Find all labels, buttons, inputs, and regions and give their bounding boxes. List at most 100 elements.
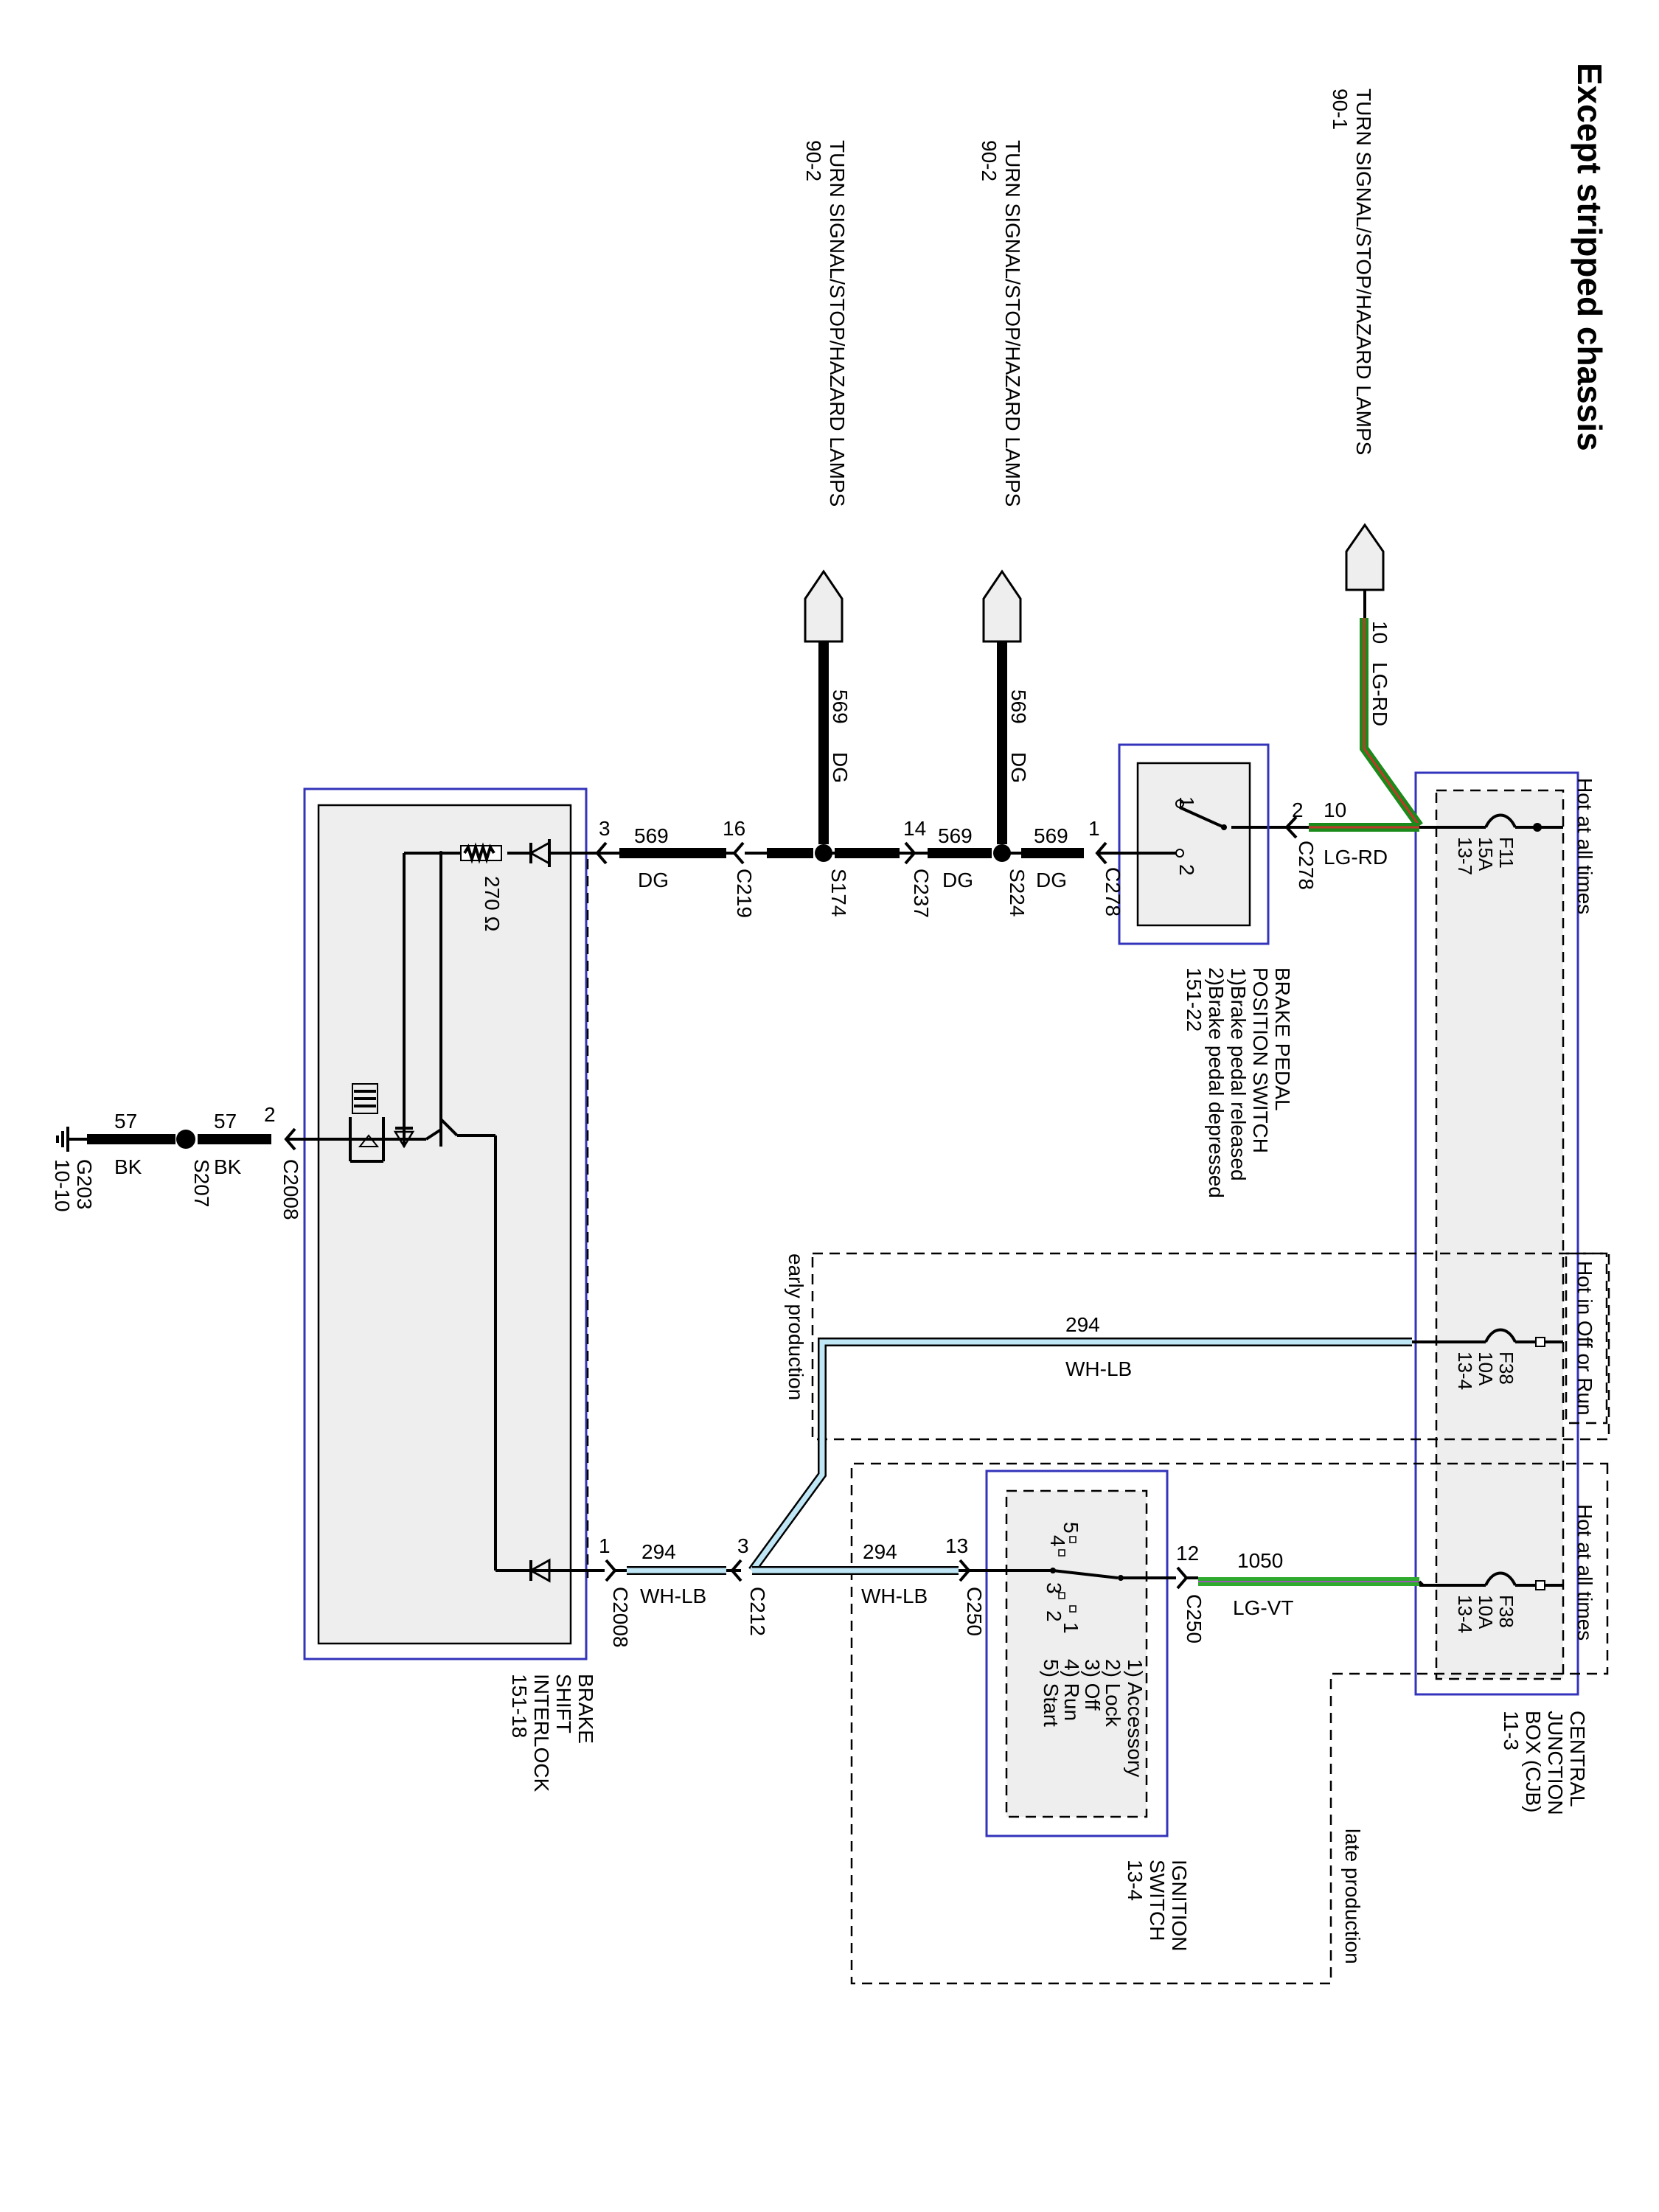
c212-connector-icon	[730, 1559, 742, 1582]
ign-n1: 1	[1060, 1622, 1082, 1634]
w294b-num: 294	[1065, 1313, 1100, 1336]
ign-n5: 5	[1060, 1522, 1082, 1534]
c219-pin: 16	[723, 817, 745, 840]
late-production-label: late production	[1341, 1829, 1364, 1964]
w569b-color: DG	[1007, 752, 1030, 783]
c278b-label: C278	[1102, 867, 1124, 917]
ground-name: G203	[73, 1159, 96, 1210]
c237-pin: 14	[903, 817, 926, 840]
cjb-line3: BOX (CJB)	[1522, 1711, 1545, 1812]
c237-label: C237	[910, 869, 933, 918]
lamps-top-name: TURN SIGNAL/STOP/HAZARD LAMPS	[1352, 88, 1375, 455]
w569d-color: DG	[829, 752, 852, 783]
early-production-label: early production	[785, 1253, 807, 1400]
w569e-color: DG	[638, 869, 669, 891]
cjb-ref: 11-3	[1500, 1711, 1523, 1750]
fuse-f38-late: F38 10A 13-4	[1419, 1571, 1563, 1633]
bsi-coil-icon	[352, 1083, 378, 1114]
bpp-inner	[1136, 762, 1251, 927]
c2008c-connector-icon	[605, 1559, 617, 1582]
ign-pos4: 4) Run	[1060, 1659, 1083, 1721]
c237-connector-icon	[904, 841, 917, 865]
ign-n2: 2	[1043, 1610, 1065, 1622]
late-production-region	[850, 1462, 1609, 1985]
lamps-top-ref: 90-1	[1329, 88, 1352, 130]
bpp-pos1: 1	[1175, 796, 1198, 808]
c278a-pin: 2	[1292, 799, 1304, 821]
lamps-mid-ref: 90-2	[978, 140, 1001, 181]
c2008a-pin: 3	[599, 817, 611, 840]
bsi-line1: BRAKE	[574, 1674, 597, 1744]
c250a-connector-icon	[959, 1559, 971, 1582]
lamps-low-arrow-icon	[804, 569, 844, 643]
w57a-num: 57	[214, 1110, 237, 1133]
fuse-f11-amp: 15A	[1475, 837, 1497, 872]
w569d-num: 569	[829, 689, 852, 724]
splice-s207-icon	[176, 1130, 195, 1149]
bpp-line1: BRAKE PEDAL	[1271, 967, 1294, 1111]
c219-label: C219	[733, 869, 756, 918]
fuse-f38-early: F38 10A 13-4	[1419, 1328, 1563, 1390]
destination-lamps-mid: TURN SIGNAL/STOP/HAZARD LAMPS 90-2	[978, 140, 1024, 643]
bsi-line3: INTERLOCK	[530, 1674, 553, 1792]
w569e-num: 569	[634, 824, 669, 847]
ign-switch-blade-icon	[1052, 1569, 1119, 1579]
fuse-f38a-ref: 13-4	[1454, 1352, 1476, 1390]
w57a-color: BK	[214, 1155, 242, 1178]
bpp-line2: POSITION SWITCH	[1249, 967, 1272, 1153]
c250a-pin: 13	[945, 1534, 968, 1557]
ign-pos5: 5) Start	[1040, 1659, 1062, 1727]
destination-lamps-top: TURN SIGNAL/STOP/HAZARD LAMPS 90-1	[1329, 88, 1385, 591]
cjb-inner	[1435, 789, 1565, 1680]
splice-s224-icon	[993, 844, 1011, 862]
c250a-label: C250	[963, 1587, 986, 1636]
fuse-f11-name: F11	[1495, 837, 1517, 869]
bpp-outline	[1118, 743, 1270, 945]
w294a-num: 294	[641, 1540, 676, 1563]
bsi-line2: SHIFT	[552, 1674, 575, 1733]
c2008c-label: C2008	[609, 1587, 632, 1648]
brake-pedal-position-switch: 1 2 BRAKE PEDAL POSITION SWITCH 1)Brake …	[1117, 743, 1294, 1198]
c250b-connector-icon	[1176, 1566, 1189, 1590]
w569c-num: 569	[938, 824, 973, 847]
diagram-title: Except stripped chassis	[1571, 63, 1609, 451]
ign-inner	[1005, 1489, 1148, 1818]
lamps-low-ref: 90-2	[802, 140, 825, 181]
ign-n4: 4	[1046, 1535, 1069, 1547]
ign-line1: IGNITION	[1168, 1860, 1191, 1951]
hot-all-times-1: Hot at all times	[1573, 778, 1596, 914]
c278a-connector-icon	[1284, 815, 1298, 839]
bsi-ref: 151-18	[508, 1674, 531, 1738]
w569b-num: 569	[1007, 689, 1030, 724]
ground-icon	[56, 1127, 87, 1152]
central-junction-box: CENTRAL JUNCTION BOX (CJB) 11-3	[1414, 771, 1589, 1815]
w10-num: 10	[1368, 621, 1391, 644]
destination-lamps-low: TURN SIGNAL/STOP/HAZARD LAMPS 90-2	[802, 140, 849, 643]
c212-label: C212	[746, 1587, 769, 1636]
fuse-f38a-amp: 10A	[1475, 1352, 1497, 1386]
hot-off-run: Hot in Off or Run	[1573, 1261, 1596, 1416]
cjb-line1: CENTRAL	[1566, 1711, 1589, 1807]
w10-color: LG-RD	[1368, 662, 1391, 726]
ign-ref: 13-4	[1124, 1860, 1147, 1901]
bpp-ref: 151-22	[1183, 967, 1206, 1032]
w10b-color: LG-RD	[1324, 846, 1388, 869]
lamps-low-name: TURN SIGNAL/STOP/HAZARD LAMPS	[826, 140, 849, 507]
bsi-resistor-label: 270 Ω	[481, 876, 504, 931]
w569c-color: DG	[942, 869, 973, 891]
w10b-num: 10	[1324, 799, 1346, 821]
splice-s224: S224	[1006, 869, 1029, 917]
w57b-color: BK	[114, 1155, 142, 1178]
ign-pos2: 2) Lock	[1102, 1659, 1124, 1728]
fuse-f38b-name: F38	[1495, 1595, 1517, 1628]
w1050-color: LG-VT	[1233, 1596, 1293, 1619]
c250b-label: C250	[1183, 1594, 1206, 1644]
c2008b-pin: 2	[264, 1103, 276, 1126]
bpp-state2: 2)Brake pedal depressed	[1205, 967, 1228, 1198]
fuse-f38-early-icon	[1484, 1328, 1517, 1343]
hot-off-run-region	[1565, 1252, 1608, 1425]
w1050-num: 1050	[1237, 1549, 1283, 1572]
early-production-region	[811, 1252, 1610, 1441]
w294a-color: WH-LB	[640, 1585, 706, 1607]
c278b-pin: 1	[1088, 817, 1100, 840]
